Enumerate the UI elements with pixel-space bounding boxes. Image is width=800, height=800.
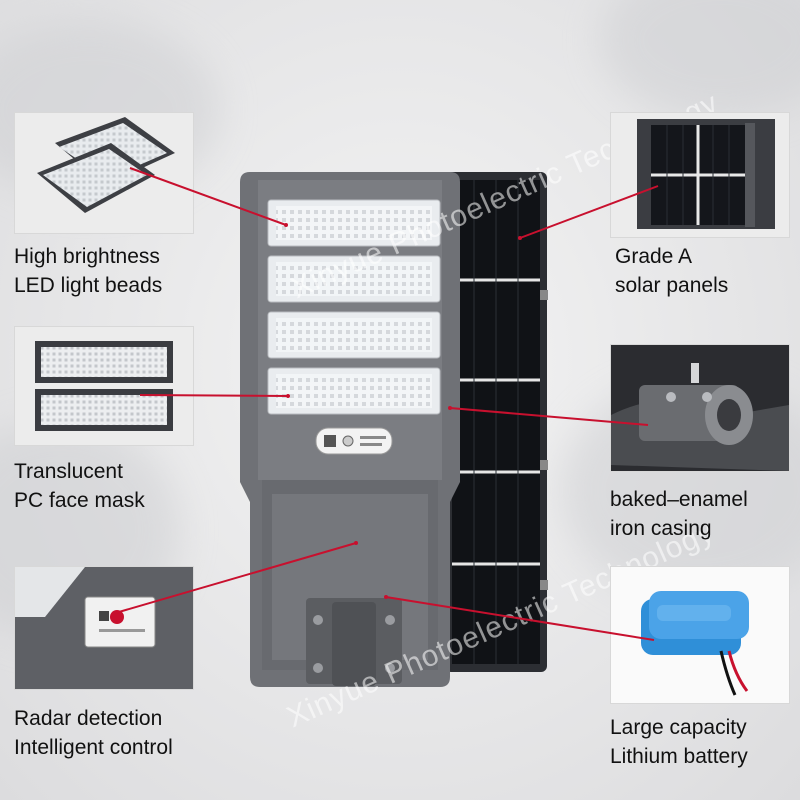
label-led-beads: High brightness LED light beads — [14, 245, 163, 297]
thumb-iron-casing — [610, 344, 790, 472]
led-modules — [267, 199, 441, 415]
label-iron-casing: baked–enamel iron casing — [610, 488, 748, 540]
thumb-solar-panels — [610, 112, 790, 238]
label-pc-mask: Translucent PC face mask — [14, 460, 145, 512]
label-battery: Large capacity Lithium battery — [610, 716, 748, 768]
thumb-pc-mask — [14, 326, 194, 446]
thumb-lithium-battery — [610, 566, 790, 704]
label-solar-panels: Grade A solar panels — [615, 245, 729, 297]
thumb-radar-sensor — [14, 566, 194, 690]
sensor-panel — [315, 427, 393, 455]
mounting-bracket — [306, 598, 402, 686]
thumb-led-beads — [14, 112, 194, 234]
label-radar: Radar detection Intelligent control — [14, 707, 173, 759]
